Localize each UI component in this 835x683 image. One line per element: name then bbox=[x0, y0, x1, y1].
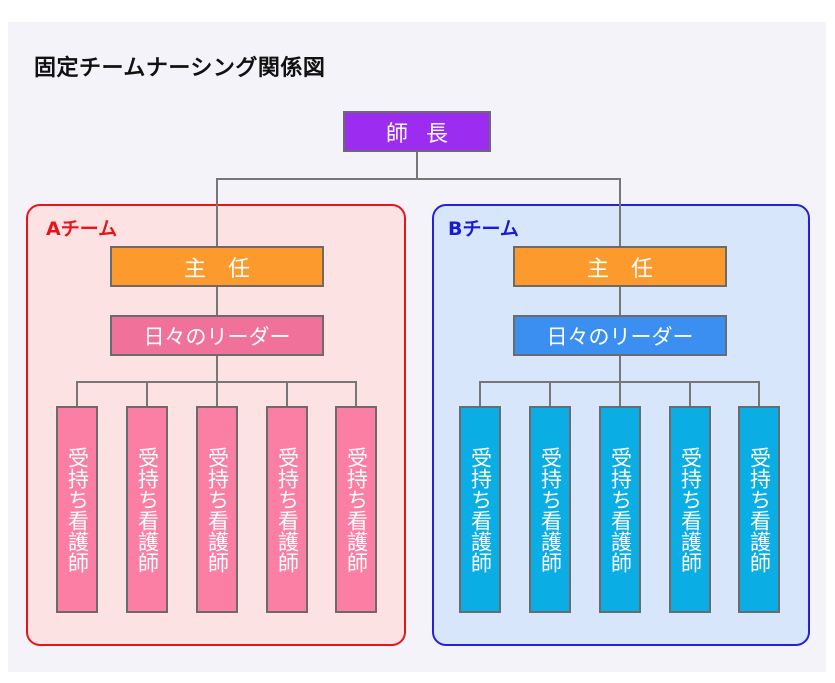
connector-line bbox=[76, 381, 78, 406]
team-b-nurse-box: 受持ち看護師 bbox=[738, 406, 780, 613]
connector-line bbox=[216, 356, 218, 382]
team-a-nurse-box: 受持ち看護師 bbox=[266, 406, 308, 613]
chart-title: 固定チームナーシング関係図 bbox=[34, 56, 326, 81]
connector-line bbox=[619, 381, 621, 406]
team-a-nurse-box: 受持ち看護師 bbox=[196, 406, 238, 613]
team-a-leader-box: 日々のリーダー bbox=[110, 315, 324, 356]
team-a-chief-box: 主任 bbox=[110, 246, 324, 287]
connector-line bbox=[216, 178, 621, 180]
connector-line bbox=[216, 178, 218, 246]
team-a-nurse-box: 受持ち看護師 bbox=[126, 406, 168, 613]
team-b-nurse-box: 受持ち看護師 bbox=[459, 406, 501, 613]
connector-line bbox=[355, 381, 357, 406]
team-b-label: Bチーム bbox=[448, 218, 519, 240]
connector-line bbox=[479, 381, 481, 406]
team-b-nurse-box: 受持ち看護師 bbox=[669, 406, 711, 613]
team-a-label: Aチーム bbox=[46, 218, 118, 240]
connector-line bbox=[619, 287, 621, 315]
team-b-nurse-box: 受持ち看護師 bbox=[529, 406, 571, 613]
connector-line bbox=[146, 381, 148, 406]
connector-line bbox=[216, 287, 218, 315]
connector-line bbox=[286, 381, 288, 406]
connector-line bbox=[416, 152, 418, 179]
connector-line bbox=[619, 178, 621, 246]
connector-line bbox=[758, 381, 760, 406]
team-b-nurse-box: 受持ち看護師 bbox=[599, 406, 641, 613]
connector-line bbox=[216, 381, 218, 406]
connector-line bbox=[689, 381, 691, 406]
team-b-chief-box: 主任 bbox=[513, 246, 727, 287]
team-a-nurse-box: 受持ち看護師 bbox=[56, 406, 98, 613]
head-nurse-box: 師長 bbox=[343, 111, 491, 152]
connector-line bbox=[619, 356, 621, 382]
connector-line bbox=[549, 381, 551, 406]
team-a-nurse-box: 受持ち看護師 bbox=[335, 406, 377, 613]
team-b-leader-box: 日々のリーダー bbox=[513, 315, 727, 356]
